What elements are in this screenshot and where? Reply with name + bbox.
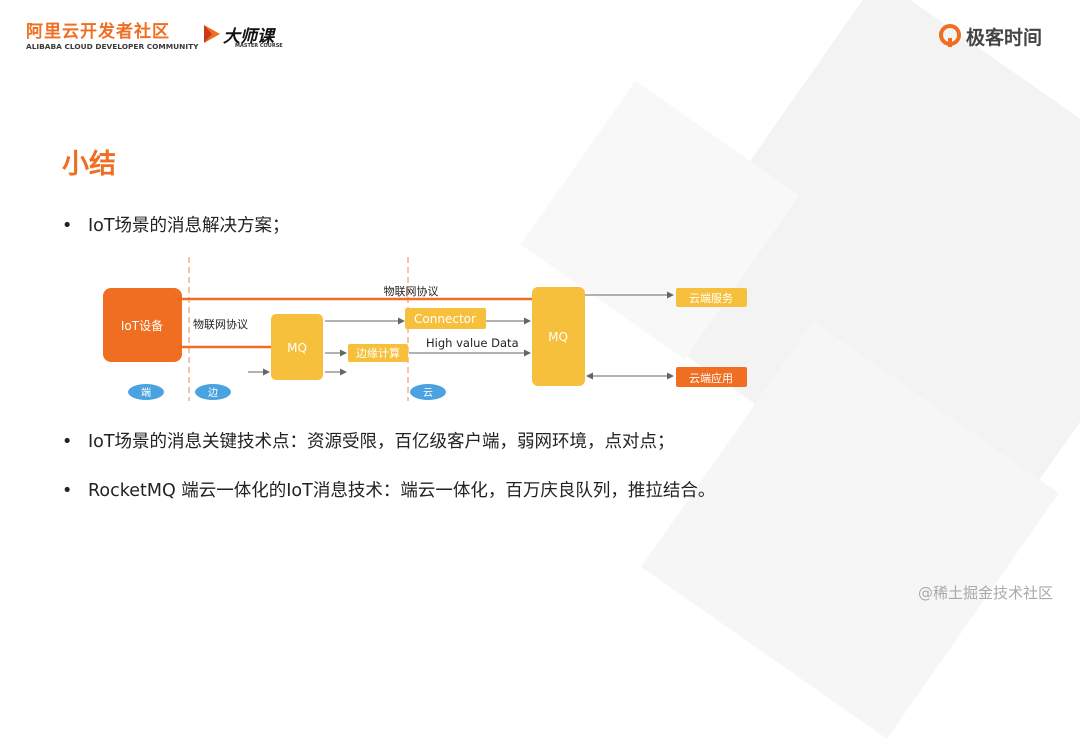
bullet-text: RocketMQ 端云一体化的IoT消息技术：端云一体化，百万庆良队列，推拉结合… [88, 481, 716, 501]
connector-label: Connector [414, 312, 476, 326]
bullet-item: • IoT场景的消息解决方案； [62, 212, 290, 237]
cloud-app-label: 云端应用 [689, 371, 733, 385]
play-icon [204, 25, 220, 43]
watermark: @稀土掘金技术社区 [918, 584, 1054, 602]
bullet-dot: • [62, 481, 73, 501]
bullet-item: • IoT场景的消息关键技术点：资源受限，百亿级客户端，弱网环境，点对点； [62, 428, 675, 453]
aliyun-logo-cn: 阿里云开发者社区 [26, 22, 170, 42]
bullet-text: IoT场景的消息解决方案； [88, 216, 290, 236]
bullet-item: • RocketMQ 端云一体化的IoT消息技术：端云一体化，百万庆良队列，推拉结… [62, 477, 715, 502]
zone-tag-edge-label: 边 [208, 387, 218, 399]
master-course-logo-cn: 大师课 [223, 27, 274, 47]
slide-title: 小结 [62, 149, 116, 180]
iot-architecture-diagram: IoT设备 MQ MQ Connector 边缘计算 云端服务 云端应用 物联网… [103, 257, 747, 401]
iot-device-label: IoT设备 [121, 319, 163, 333]
zone-tag-cloud-label: 云 [423, 388, 433, 399]
edge-compute-box [348, 344, 408, 362]
edge-compute-label: 边缘计算 [356, 346, 400, 360]
high-value-label: High value Data [426, 336, 519, 350]
iot-device-box [103, 288, 182, 362]
aliyun-logo-en: ALIBABA CLOUD DEVELOPER COMMUNITY [26, 42, 199, 51]
bullet-dot: • [62, 216, 73, 236]
bullet-dot: • [62, 432, 73, 452]
protocol-label-top: 物联网协议 [384, 284, 439, 298]
connector-box [405, 308, 486, 329]
cloud-service-label: 云端服务 [689, 292, 733, 305]
cloud-mq-box [532, 287, 585, 386]
zone-tag-device-label: 端 [141, 386, 151, 399]
aliyun-logo: 阿里云开发者社区 ALIBABA CLOUD DEVELOPER COMMUNI… [26, 22, 198, 52]
protocol-label-mid: 物联网协议 [193, 317, 248, 331]
geektime-logo-cn: 极客时间 [966, 27, 1043, 49]
cloud-app-box [676, 367, 747, 387]
bullet-text: IoT场景的消息关键技术点：资源受限，百亿级客户端，弱网环境，点对点； [88, 432, 675, 452]
cloud-service-box [676, 288, 747, 307]
zone-tag-edge [195, 384, 231, 400]
cloud-mq-label: MQ [548, 330, 568, 344]
edge-mq-label: MQ [287, 341, 307, 355]
edge-mq-box [271, 314, 323, 380]
master-course-logo-en: MASTER COURSE [235, 43, 283, 49]
zone-tag-device [128, 384, 164, 400]
zone-tag-cloud [410, 384, 446, 400]
geektime-mark-icon [939, 24, 961, 47]
